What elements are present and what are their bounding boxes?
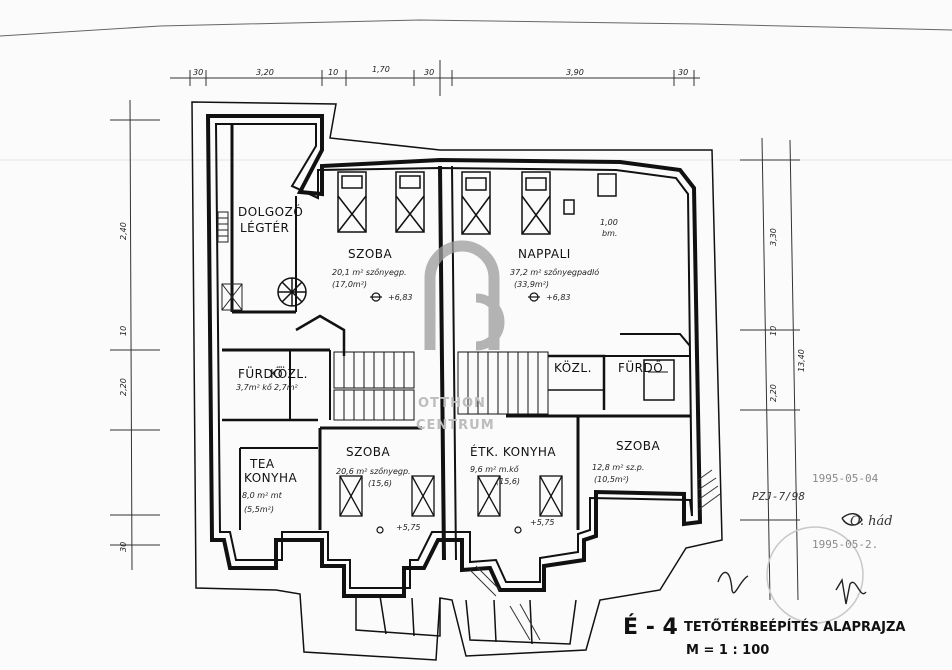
roof-eave-outline bbox=[191, 101, 723, 661]
spiral-stair bbox=[277, 277, 307, 307]
corner-hatching bbox=[469, 469, 721, 641]
note-nappali-area: 37,2 m² szőnyegpadló bbox=[510, 267, 599, 277]
party-wall bbox=[438, 165, 446, 561]
drawing-scale: M = 1 : 100 bbox=[686, 643, 770, 658]
level-markers bbox=[370, 292, 540, 534]
dim-right-0: 3,30 bbox=[769, 228, 778, 246]
dim-top-2: 10 bbox=[328, 68, 338, 77]
left-block-walls bbox=[222, 124, 422, 530]
note-kozl-left-area: 2,7m² bbox=[274, 383, 299, 392]
note-konyha-area: 8,0 m² mt bbox=[242, 491, 283, 500]
approval-stamp bbox=[766, 526, 864, 624]
roof-windows-bottom bbox=[339, 475, 563, 517]
note-etk-area2: (15,6) bbox=[496, 477, 520, 486]
top-dimension-line bbox=[170, 60, 700, 96]
room-label-legter: LÉGTÉR bbox=[240, 220, 289, 235]
signatures bbox=[717, 513, 867, 605]
dim-left-2: 2,20 bbox=[119, 378, 128, 396]
note-etk-level: +5,75 bbox=[530, 518, 555, 527]
dim-top-1: 3,20 bbox=[256, 68, 274, 77]
left-wall-hatching bbox=[217, 211, 243, 311]
watermark-logo-icon bbox=[424, 240, 505, 351]
note-szoba-mid-area: 20,6 m² szőnyegp. bbox=[336, 467, 411, 476]
note-etk-area: 9,6 m² m.kő bbox=[470, 465, 519, 474]
roof-windows-top bbox=[337, 171, 617, 235]
dim-top-5: 3,90 bbox=[566, 68, 584, 77]
drawing-code: É - 4 bbox=[623, 615, 678, 640]
note-szoba-top-area2: (17,0m²) bbox=[332, 280, 367, 289]
note-szoba-right-area: 12,8 m² sz.p. bbox=[592, 463, 644, 472]
drawing-title: TETŐTÉRBEÉPÍTÉS ALAPRAJZA bbox=[684, 620, 906, 635]
dim-left-3: 30 bbox=[119, 542, 128, 552]
room-label-szoba-mid: SZOBA bbox=[346, 445, 391, 459]
dim-top-4: 30 bbox=[424, 68, 434, 77]
watermark-line1: OTTHON bbox=[418, 396, 486, 411]
left-dimension-lines bbox=[110, 99, 160, 571]
party-wall-inner bbox=[451, 165, 457, 561]
room-label-etk-konyha: ÉTK. KONYHA bbox=[470, 444, 556, 459]
room-label-furdo-right: FÜRDŐ bbox=[618, 359, 663, 375]
central-stairs bbox=[333, 351, 549, 421]
room-label-szoba-right: SZOBA bbox=[616, 439, 661, 453]
dim-left-0: 2,40 bbox=[119, 222, 128, 240]
dim-right-1: 10 bbox=[769, 326, 778, 336]
dim-right-3: 13,40 bbox=[797, 349, 806, 372]
note-konyha-area2: (5,5m²) bbox=[244, 505, 274, 514]
note-furdo-left-area: 3,7m² kő bbox=[236, 383, 272, 392]
bottom-gable-bays bbox=[355, 595, 577, 645]
outer-wall bbox=[205, 114, 703, 598]
right-dimension-lines bbox=[740, 137, 800, 601]
dim-top-0: 30 bbox=[193, 68, 203, 77]
dim-left-1: 10 bbox=[119, 326, 128, 336]
room-label-dolgozo: DOLGOZÓ bbox=[238, 204, 303, 219]
note-nappali-level: +6,83 bbox=[546, 293, 571, 302]
room-label-kozl-left: KÖZL. bbox=[270, 365, 308, 381]
note-szoba-top-level: +6,83 bbox=[388, 293, 413, 302]
stamp-ref: PZJ-7/98 bbox=[752, 490, 805, 503]
dim-top-6: 30 bbox=[678, 68, 688, 77]
note-nappali-note: 1,00 bbox=[600, 218, 618, 227]
room-label-konyha: KONYHA bbox=[244, 471, 297, 485]
stamp-date-1: 1995-05-04 bbox=[812, 472, 879, 485]
dim-top-3: 1,70 bbox=[372, 65, 390, 74]
stamp-date-2: 1995-05-2. bbox=[812, 538, 879, 551]
note-nappali-note2: bm. bbox=[602, 229, 617, 238]
room-label-tea: TEA bbox=[249, 457, 275, 471]
room-label-nappali: NAPPALI bbox=[518, 247, 571, 261]
room-label-furdo-left: FÜRDŐ bbox=[238, 365, 283, 381]
note-szoba-top-area: 20,1 m² szőnyegp. bbox=[332, 268, 407, 277]
paper-edge bbox=[0, 19, 952, 37]
dim-right-2: 2,20 bbox=[769, 384, 778, 402]
watermark-line2: CENTRUM bbox=[416, 418, 495, 433]
stamp-signature-text: O. hád bbox=[850, 514, 893, 529]
room-label-szoba-top: SZOBA bbox=[348, 247, 393, 261]
note-nappali-area2: (33,9m²) bbox=[514, 280, 549, 289]
room-label-kozl-right: KÖZL. bbox=[554, 359, 592, 375]
right-block-walls bbox=[506, 333, 691, 530]
note-szoba-mid-level: +5,75 bbox=[396, 523, 421, 532]
note-szoba-right-area2: (10,5m²) bbox=[594, 475, 629, 484]
note-szoba-mid-area2: (15,6) bbox=[368, 479, 392, 488]
